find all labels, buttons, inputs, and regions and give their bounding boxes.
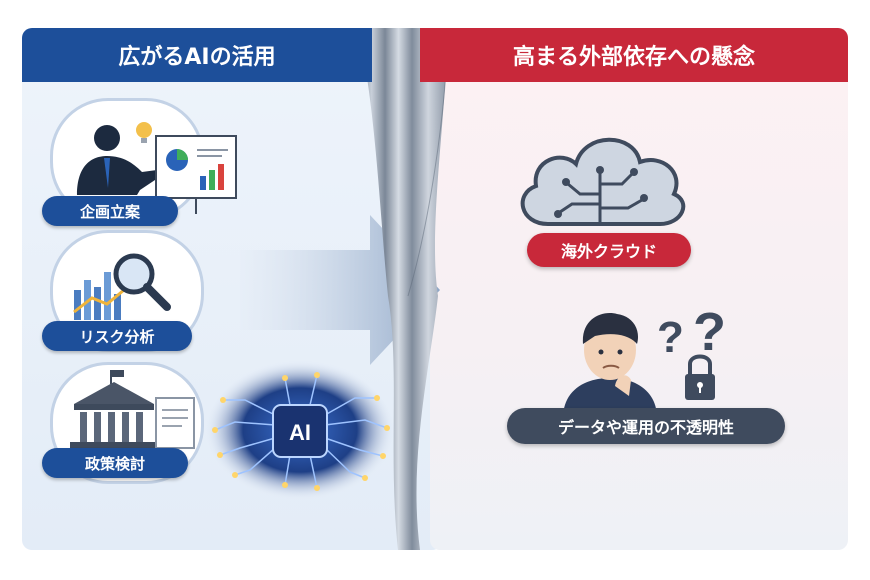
svg-text:?: ? [657,313,684,362]
left-title: 広がるAIの活用 [118,45,276,70]
worried-person-icon: ? ? [563,302,726,418]
left-header: 広がるAIの活用 [22,28,372,82]
policy-label: 政策検討 [42,448,188,478]
ai-chip-label: AI [289,420,311,445]
presentation-icon [77,122,237,214]
analytics-magnifier-icon [70,253,171,323]
planning-label: 企画立案 [42,196,178,226]
overseas-cloud-icon [520,137,686,226]
right-header: 高まる外部依存への懸念 [420,28,848,82]
svg-text:?: ? [693,302,726,362]
overseas-cloud-label: 海外クラウド [527,233,691,267]
risk-label: リスク分析 [42,321,192,351]
opacity-label: データや運用の不透明性 [507,408,785,444]
dependency-concern-panel [430,28,848,550]
right-title: 高まる外部依存への懸念 [512,45,755,70]
government-building-icon [70,370,195,450]
ai-chip-icon: AI [205,360,395,500]
